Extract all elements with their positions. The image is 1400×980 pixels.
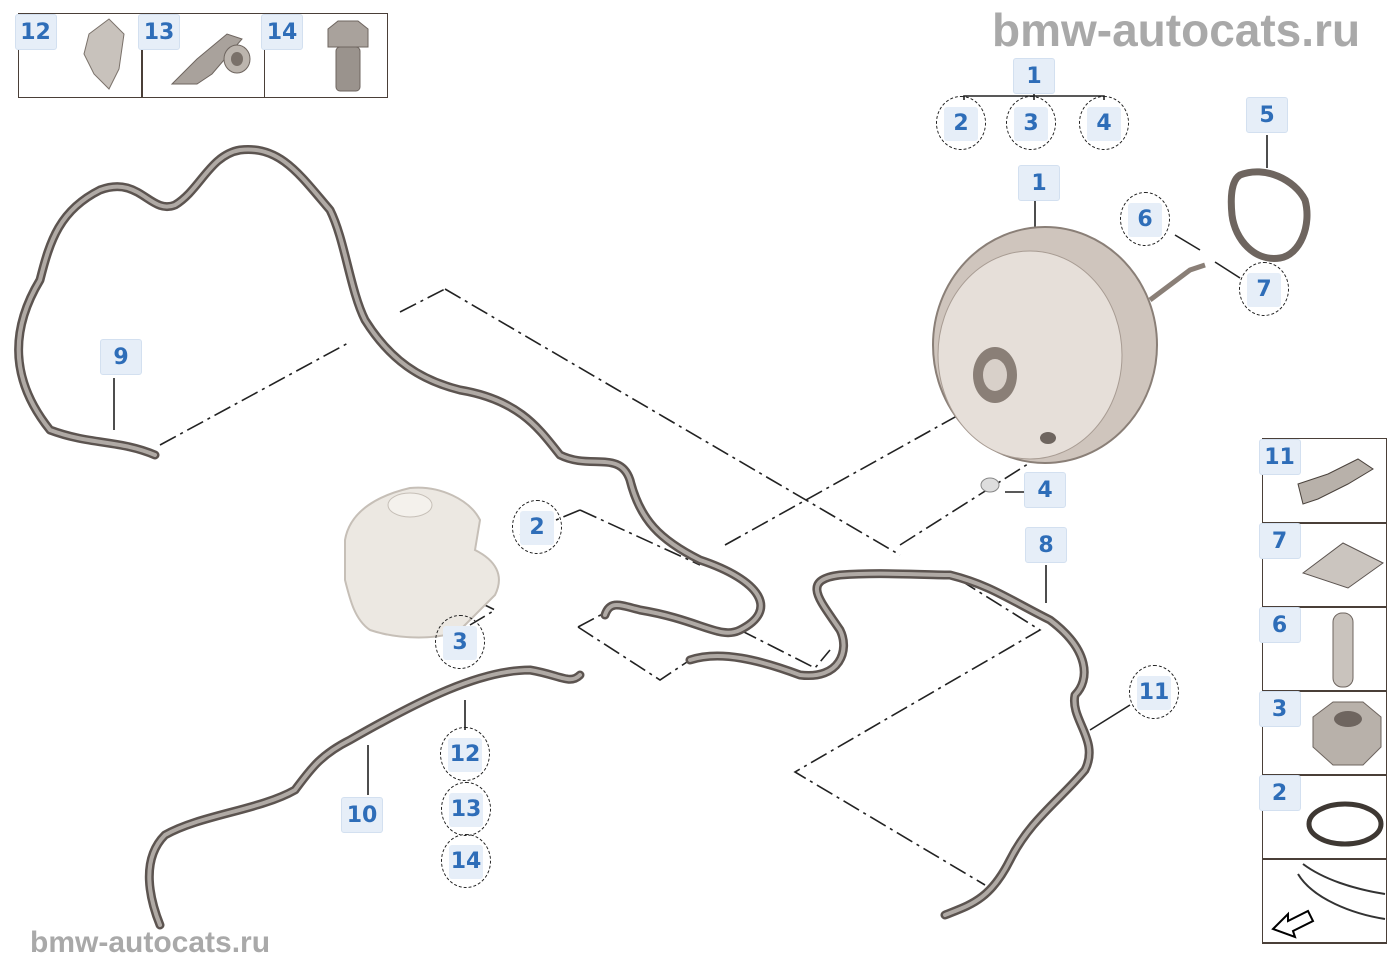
callout-text: 7	[1247, 273, 1281, 307]
callout-2-circled[interactable]: 2	[512, 500, 562, 554]
part-cell-12[interactable]: 12	[14, 12, 143, 98]
callout-8[interactable]: 8	[1025, 527, 1067, 563]
part-cell-3[interactable]: 3	[1258, 690, 1387, 776]
callout-text: 2	[520, 511, 554, 545]
callout-text: 3	[1014, 107, 1048, 141]
vehicle-location-cell[interactable]	[1261, 858, 1387, 944]
callout-text: 13	[449, 793, 483, 827]
brake-pipes	[14, 144, 1094, 930]
watermark-top: bmw-autocats.ru	[992, 4, 1361, 56]
callout-9[interactable]: 9	[100, 339, 142, 375]
callout-1[interactable]: 1	[1018, 165, 1060, 201]
nut-icon	[1312, 701, 1381, 766]
callout-7-circled[interactable]: 7	[1239, 262, 1289, 316]
o-ring-icon	[1306, 801, 1383, 847]
part-cell-7[interactable]: 7	[1258, 522, 1387, 608]
part-label: 12	[14, 13, 57, 50]
callout-text: 11	[1137, 676, 1171, 710]
callout-3-circled[interactable]: 3	[435, 615, 485, 669]
part-cell-2[interactable]: 2	[1258, 774, 1387, 860]
part-label: 3	[1258, 691, 1301, 727]
callout-text: 3	[443, 626, 477, 660]
callout-4[interactable]: 4	[1024, 472, 1066, 508]
part-label: 2	[1258, 775, 1301, 811]
part-cell-14[interactable]: 14	[261, 12, 388, 98]
callout-text: 4	[1087, 107, 1121, 141]
car-front-arrow-icon	[1270, 863, 1385, 939]
callout-13-circled[interactable]: 13	[441, 782, 491, 836]
part-label: 14	[261, 13, 303, 50]
brake-booster	[932, 226, 1206, 493]
watermark-bottom: bmw-autocats.ru	[30, 926, 271, 959]
callout-text: 14	[449, 845, 483, 879]
top-parts-strip: 12 13 14	[14, 12, 388, 98]
gasket	[1227, 168, 1311, 262]
callout-11-circled[interactable]: 11	[1129, 665, 1179, 719]
spring-clip-icon	[1301, 542, 1384, 589]
callout-6-circled[interactable]: 6	[1120, 192, 1170, 246]
callout-12-circled[interactable]: 12	[440, 727, 490, 781]
callout-14-circled[interactable]: 14	[441, 834, 491, 888]
bolt-icon	[327, 20, 369, 91]
clip-icon	[1296, 457, 1374, 505]
pin-icon	[1332, 612, 1353, 688]
callout-3-circled[interactable]: 3	[1006, 96, 1056, 150]
part-label: 6	[1258, 607, 1301, 643]
callout-4-circled[interactable]: 4	[1079, 96, 1129, 150]
fluid-reservoir	[344, 486, 500, 639]
callout-text: 12	[448, 738, 482, 772]
part-cell-11[interactable]: 11	[1258, 437, 1387, 524]
callout-5[interactable]: 5	[1246, 97, 1288, 133]
callout-text: 2	[944, 107, 978, 141]
part-cell-13[interactable]: 13	[138, 12, 265, 98]
callout-text: 6	[1128, 203, 1162, 237]
side-parts-strip: 11 7 6 3 2	[1258, 437, 1387, 944]
part-label: 11	[1258, 438, 1301, 475]
clip-icon	[82, 17, 125, 90]
callout-2-circled[interactable]: 2	[936, 96, 986, 150]
bracket-icon	[170, 32, 251, 84]
callout-1-top[interactable]: 1	[1013, 58, 1055, 94]
callout-10[interactable]: 10	[341, 797, 383, 833]
part-label: 13	[138, 13, 180, 50]
part-cell-6[interactable]: 6	[1258, 606, 1387, 692]
part-label: 7	[1258, 523, 1301, 559]
